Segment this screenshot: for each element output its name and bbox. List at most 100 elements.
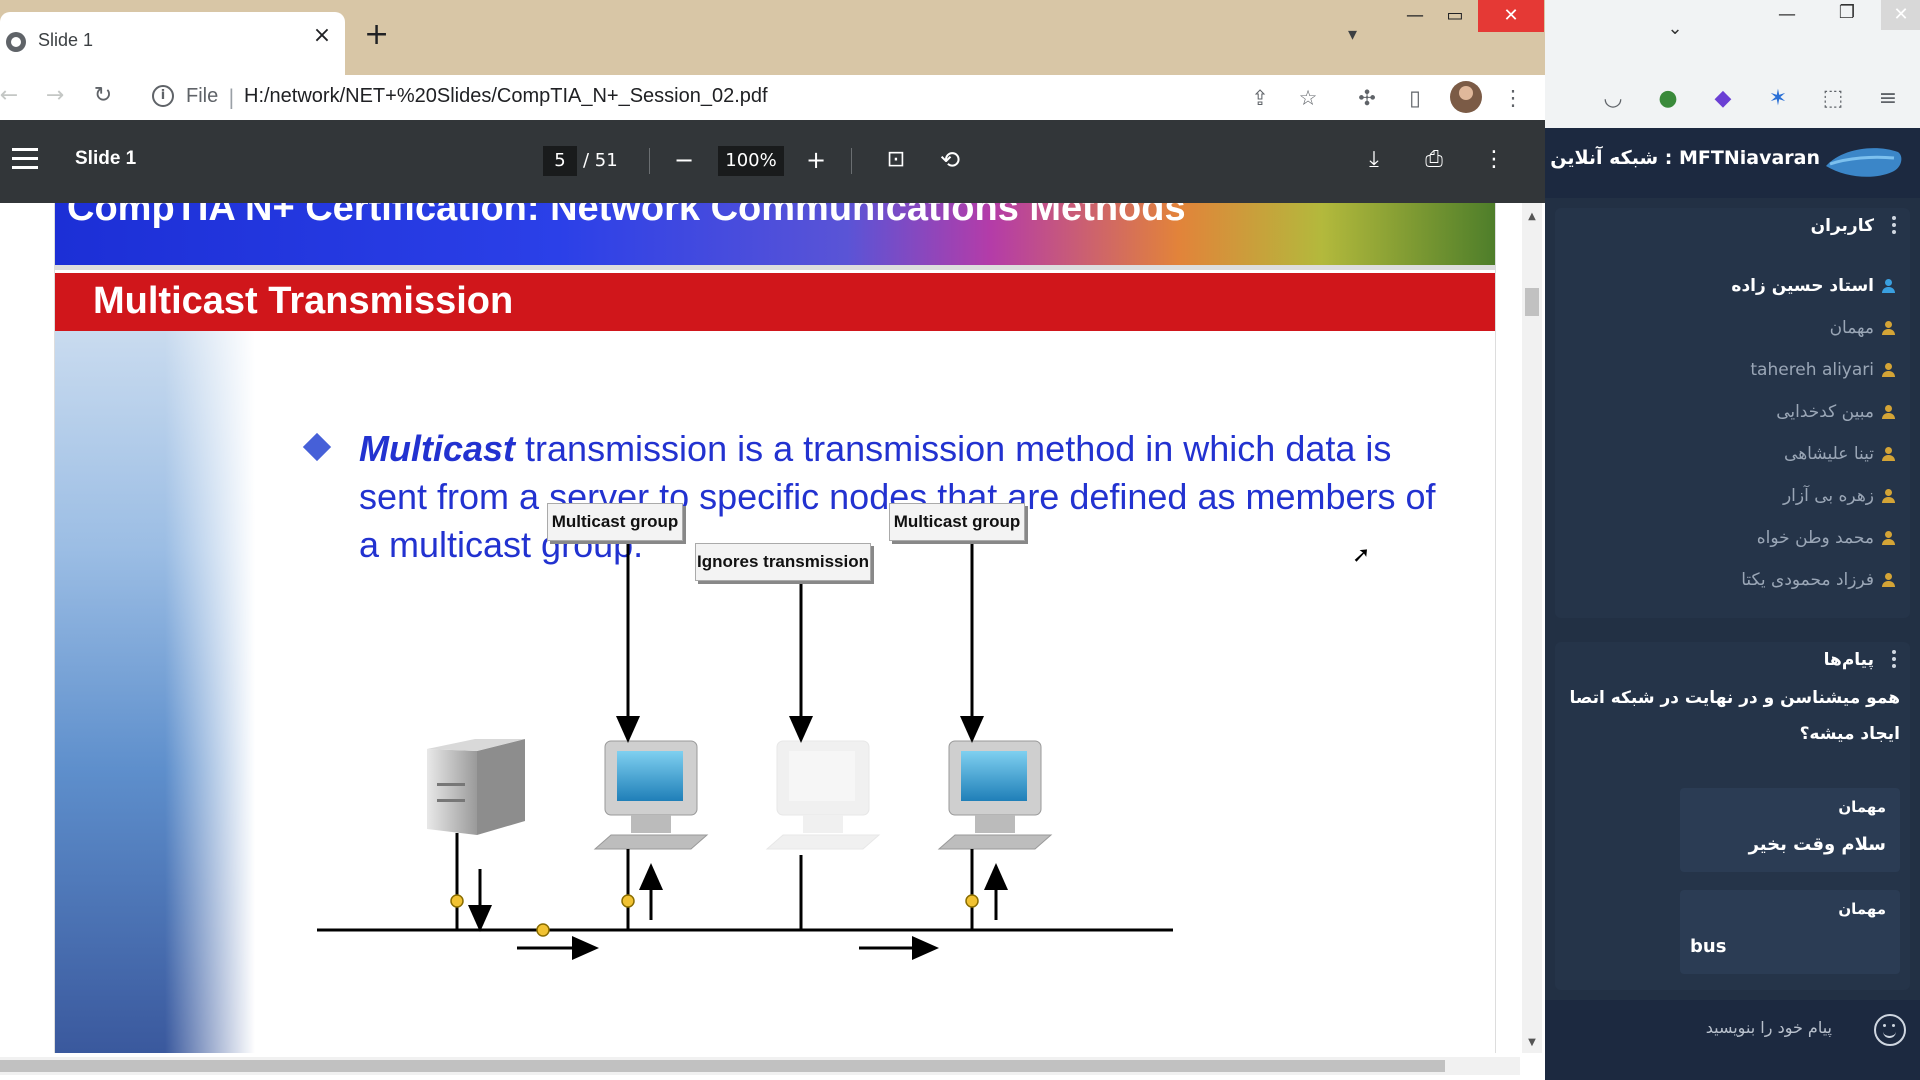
user-list-item[interactable]: tahereh aliyari [1750,360,1895,390]
side-app-window: ⌄ — ❐ ✕ ◡ ● ◆ ✶ ⬚ ≡ MFTNiavaran : شبکه آ… [1545,0,1920,1080]
bullet-text: Multicast transmission is a transmission… [359,425,1459,569]
app-header: MFTNiavaran : شبکه آنلاین [1545,128,1920,198]
computer-icon [593,740,709,850]
multicast-diagram [317,539,1173,960]
user-name: مهمان [1829,318,1874,338]
horizontal-scrollbar[interactable] [0,1057,1520,1075]
message-sender: مهمان [1838,798,1886,816]
messages-panel: پیام‌ها همو میشناسن و در نهایت در شبکه ا… [1555,642,1910,990]
pocket-icon[interactable]: ◡ [1603,86,1623,111]
close-window-button[interactable]: ✕ [1478,0,1544,32]
tab-close-icon[interactable]: × [312,23,332,48]
message-text: همو میشناسن و در نهایت در شبکه اتصا ایجا… [1555,680,1900,752]
fit-to-page-icon[interactable]: ⊡ [886,147,906,172]
computer-ignoring-icon [765,740,881,850]
slide-heading-bar: Multicast Transmission [55,273,1495,331]
user-list-item[interactable]: فرزاد محمودی یکتا [1741,570,1895,600]
url-text[interactable]: H:/network/NET+%20Slides/CompTIA_N+_Sess… [244,85,768,107]
user-list-item[interactable]: زهره بی آزار [1782,486,1895,516]
maximize-button[interactable]: ▭ [1446,5,1464,26]
scroll-up-icon[interactable]: ▲ [1528,211,1536,222]
globe-extension-icon[interactable]: ● [1658,86,1678,111]
message-composer[interactable]: پیام خود را بنویسید [1545,1000,1920,1080]
user-icon [1882,447,1895,461]
tabs-dropdown-icon[interactable]: ⌄ [1667,18,1683,39]
users-options-icon[interactable] [1892,216,1896,237]
share-icon[interactable]: ⇪ [1251,86,1269,110]
extensions-puzzle-icon[interactable]: ✣ [1358,86,1376,110]
user-list-item[interactable]: استاد حسین زاده [1731,276,1895,306]
close-window-button[interactable]: ✕ [1881,0,1920,30]
packet-dot [536,923,550,937]
bullet-body: transmission is a transmission method in… [359,428,1436,565]
mouse-cursor: ➚ [1352,543,1371,568]
browser-window: Slide 1 × + ▾ — ▭ ✕ ← → ↻ i File | H:/ne… [0,0,1545,1075]
download-icon[interactable]: ⤓ [1369,147,1379,172]
emoji-icon[interactable] [1874,1014,1906,1046]
hamburger-menu-icon[interactable] [12,148,38,175]
zoom-out-icon[interactable]: − [673,146,695,174]
rotate-icon[interactable]: ⟲ [939,146,961,174]
side-panel-icon[interactable]: ▯ [1409,86,1421,110]
message-input[interactable]: پیام خود را بنویسید [1705,1018,1832,1037]
zoom-in-icon[interactable]: + [805,146,827,174]
user-name: زهره بی آزار [1782,486,1874,506]
profile-avatar[interactable] [1450,81,1482,113]
pdf-content-area[interactable]: CompTIA N+ Certification: Network Commun… [0,203,1545,1060]
message-sender: مهمان [1838,900,1886,918]
site-info-icon[interactable]: i [152,85,174,107]
address-bar[interactable]: i File | H:/network/NET+%20Slides/CompTI… [140,79,1240,115]
page-number-input[interactable]: 5 [543,146,577,176]
user-icon [1882,531,1895,545]
computer-icon [937,740,1053,850]
extensions-icon[interactable]: ⬚ [1822,86,1844,111]
tab-search-dropdown-icon[interactable]: ▾ [1348,24,1358,45]
pdf-document-title: Slide 1 [75,148,137,169]
user-list-item[interactable]: محمد وطن خواه [1757,528,1895,558]
tab-strip: Slide 1 × + ▾ — ▭ ✕ [0,0,1545,75]
user-list-item[interactable]: مبین کدخدایی [1776,402,1895,432]
messages-panel-title: پیام‌ها [1823,650,1874,670]
messages-options-icon[interactable] [1892,650,1896,671]
user-name: تینا علیشاهی [1784,444,1874,464]
minimize-button[interactable]: — [1406,5,1424,26]
user-icon [1882,573,1895,587]
pdf-toolbar: Slide 1 5 / 51 − 100% + ⊡ ⟲ ⤓ ⎙ ⋮ [0,120,1545,203]
toolbar-divider [649,148,650,174]
side-browser-toolbar: ⌄ — ❐ ✕ ◡ ● ◆ ✶ ⬚ ≡ [1545,0,1920,128]
scroll-down-icon[interactable]: ▼ [1528,1037,1536,1048]
minimize-button[interactable]: — [1778,4,1796,25]
banner-text: CompTIA N+ Certification: Network Commun… [67,203,1186,229]
extension-icon[interactable]: ◆ [1714,86,1732,111]
multicast-group-label: Multicast group [889,503,1025,541]
user-icon [1882,489,1895,503]
globe-icon [6,32,26,52]
tab-slide-1[interactable]: Slide 1 × [0,12,345,75]
forward-icon[interactable]: → [45,83,65,108]
restore-button[interactable]: ❐ [1838,2,1856,23]
reload-icon[interactable]: ↻ [93,83,113,108]
user-list-item[interactable]: مهمان [1829,318,1895,348]
new-tab-button[interactable]: + [364,17,390,52]
bookmark-star-icon[interactable]: ☆ [1298,86,1318,110]
scrollbar-thumb[interactable] [1525,288,1539,316]
pdf-more-options-icon[interactable]: ⋮ [1483,147,1505,172]
url-separator: | [228,85,235,109]
translate-extension-icon[interactable]: ✶ [1768,86,1788,111]
menu-icon[interactable]: ≡ [1878,86,1898,111]
toolbar-divider [851,148,852,174]
zoom-level-input[interactable]: 100% [718,146,784,176]
vertical-scrollbar[interactable]: ▲ ▼ [1522,203,1542,1053]
user-list-item[interactable]: تینا علیشاهی [1784,444,1895,474]
page-total: / 51 [583,150,618,171]
message-body: سلام وقت بخیر [1748,834,1886,855]
slide-top-banner: CompTIA N+ Certification: Network Commun… [55,203,1495,265]
back-icon[interactable]: ← [0,83,19,108]
user-name: استاد حسین زاده [1731,276,1874,296]
browser-menu-icon[interactable]: ⋮ [1502,86,1524,110]
user-icon [1882,279,1895,293]
scrollbar-thumb[interactable] [0,1060,1445,1072]
print-icon[interactable]: ⎙ [1425,147,1443,172]
node-port [450,894,464,908]
